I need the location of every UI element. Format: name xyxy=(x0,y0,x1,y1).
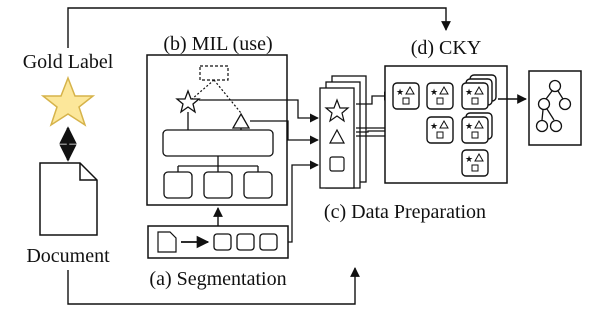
mil-triangle-arrow xyxy=(250,120,319,145)
tree-icon xyxy=(528,70,582,146)
gold-to-cky-arrow xyxy=(67,7,451,48)
cky-title: (d) CKY xyxy=(411,37,482,59)
segment-box xyxy=(236,233,255,251)
segment-box xyxy=(259,233,278,251)
cky-cell xyxy=(426,82,454,110)
document-icon xyxy=(39,162,98,236)
star-icon xyxy=(40,75,96,127)
gold-label-text: Gold Label xyxy=(23,51,114,73)
mil-star-icon xyxy=(175,89,201,114)
mil-segment-node xyxy=(203,171,233,199)
document-text: Document xyxy=(26,245,110,267)
cky-cell-stack xyxy=(461,112,493,144)
segment-box xyxy=(213,233,232,251)
cky-cell xyxy=(461,149,489,177)
segmentation-to-dataprep-arrow xyxy=(288,160,319,243)
mil-segment-node xyxy=(163,171,193,199)
segmentation-title: (a) Segmentation xyxy=(149,268,286,290)
segmentation-document-icon xyxy=(157,231,177,253)
mil-aggregator xyxy=(162,129,274,157)
card-stack-icon xyxy=(319,75,367,189)
cky-cell xyxy=(426,116,454,144)
mil-title: (b) MIL (use) xyxy=(163,33,272,55)
mil-star-arrow xyxy=(199,99,319,123)
document-to-segmentation-arrow xyxy=(67,267,360,305)
mil-segment-node xyxy=(243,171,273,199)
dataprep-title: (c) Data Preparation xyxy=(324,201,486,223)
cky-cell xyxy=(392,82,420,110)
cky-cell-stack xyxy=(461,74,497,110)
